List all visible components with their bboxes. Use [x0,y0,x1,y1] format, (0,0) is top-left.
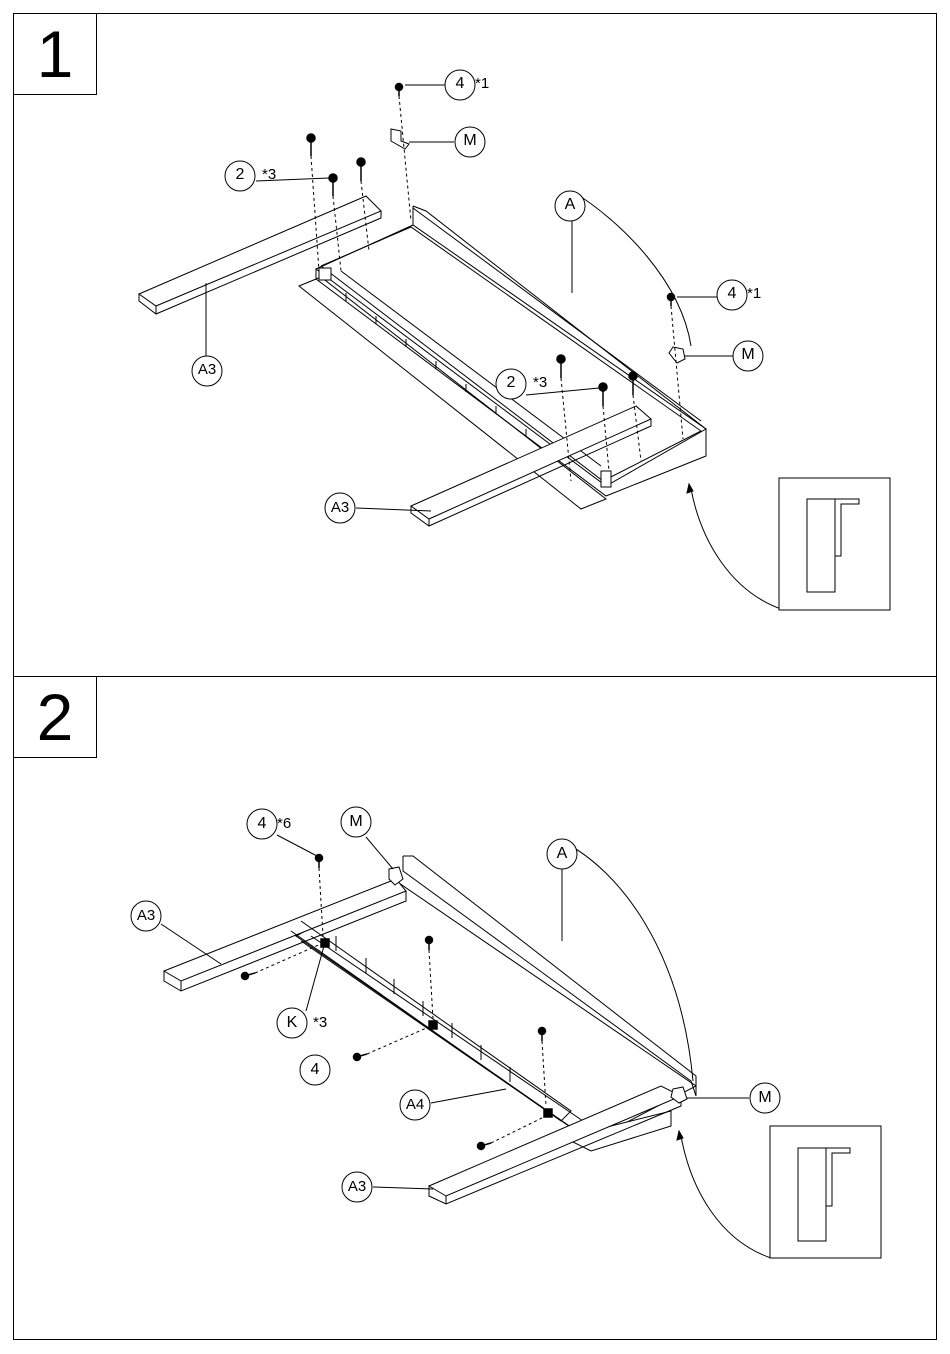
callout-screw2-right: 2 [502,374,520,392]
callout-connector-k-qty: *3 [313,1014,327,1031]
callout-screw4: 4 [253,815,271,833]
callout-screw2-right-qty: *3 [533,374,547,391]
callout-bracket-m-right: M [756,1089,774,1107]
detail-inset [687,478,890,610]
callout-rail-a4: A4 [400,1096,430,1113]
callout-screw2-left: 2 [231,166,249,184]
step-1-panel: 1 [13,13,937,677]
callout-connector-k: K [283,1014,301,1032]
callout-screw4: 4 [451,75,469,93]
step-2-panel: 2 [13,676,937,1340]
callout-rail-a3-left: A3 [192,361,222,378]
callout-screw4-qty: *6 [277,815,291,832]
callout-bracket-m: M [461,132,479,150]
step-2-illustration [14,677,938,1341]
callout-screw4-side: 4 [306,1061,324,1079]
callout-rail-a3-bottom: A3 [342,1178,372,1195]
callout-rail-a3-left: A3 [131,907,161,924]
step-1-illustration [14,14,938,678]
callout-screw4-qty: *1 [475,75,489,92]
callout-panel-a: A [553,845,571,863]
callout-screw2-left-qty: *3 [262,166,276,183]
callout-screw4-right-qty: *1 [747,285,761,302]
callout-panel-a: A [561,196,579,214]
callout-bracket-m-right: M [739,346,757,364]
callout-bracket-m: M [347,813,365,831]
callout-screw4-right: 4 [723,285,741,303]
callout-rail-a3-bottom: A3 [325,499,355,516]
detail-inset [677,1126,881,1258]
